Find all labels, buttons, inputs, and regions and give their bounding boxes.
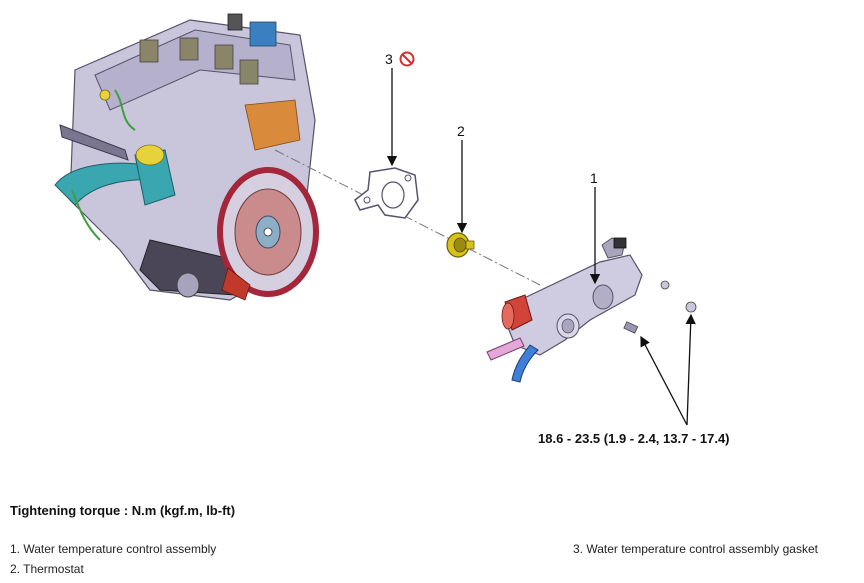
bolt-illustration xyxy=(623,321,639,334)
assembly-axis-line xyxy=(274,149,541,286)
callout-part2: 2 xyxy=(457,123,465,139)
housing-illustration xyxy=(486,237,643,383)
leader-line-torque-bolt xyxy=(640,335,688,426)
callout-part1: 1 xyxy=(590,170,598,186)
torque-spec-label: 18.6 - 23.5 (1.9 - 2.4, 13.7 - 17.4) xyxy=(538,431,730,446)
legend-item: 3. Water temperature control assembly ga… xyxy=(573,542,818,556)
leader-line-torque-nut xyxy=(685,313,696,426)
legend-item: 2. Thermostat xyxy=(10,562,84,576)
engine-illustration xyxy=(54,13,319,301)
nut-illustration-lower xyxy=(685,301,697,313)
callout-part3: 3 xyxy=(385,51,393,67)
thermostat-illustration xyxy=(446,232,475,258)
exploded-view-diagram: 3 2 1 18.6 - 23.5 (1.9 - 2.4, 13.7 - 17.… xyxy=(54,13,730,446)
legend-item: 1. Water temperature control assembly xyxy=(10,542,217,556)
nut-illustration-upper xyxy=(660,280,670,290)
prohibition-icon xyxy=(399,51,415,67)
torque-heading: Tightening torque : N.m (kgf.m, lb-ft) xyxy=(10,503,236,518)
gasket-illustration xyxy=(354,167,419,219)
